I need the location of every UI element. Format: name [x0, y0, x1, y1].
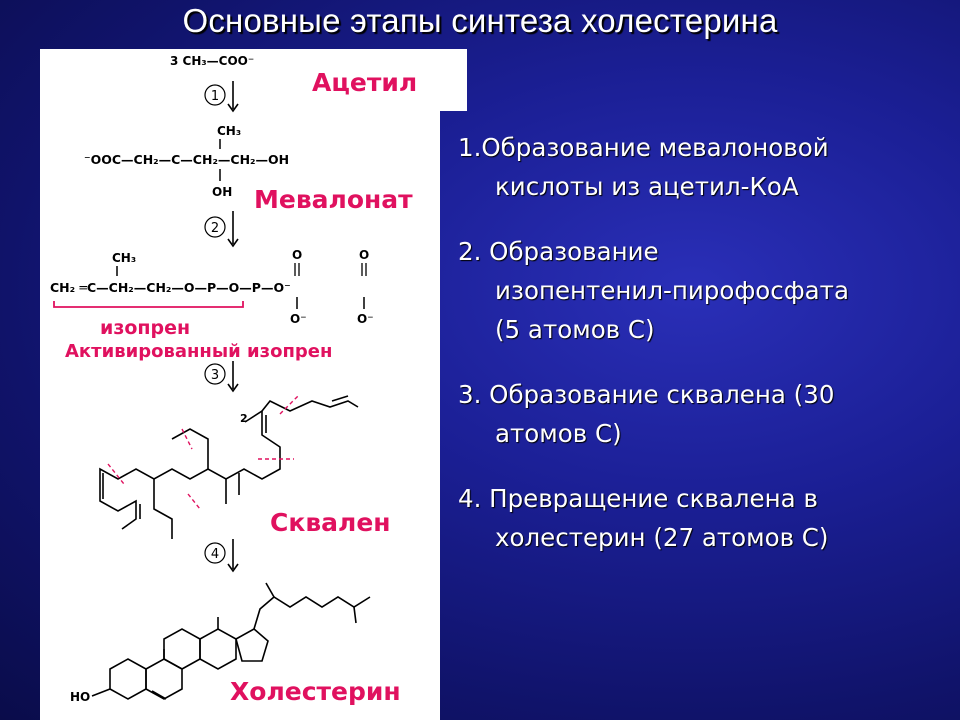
step-3-line-2: атомов С) [495, 419, 622, 448]
step-4-number: 4 [211, 547, 219, 562]
mevalonate-chain: ⁻OOC—CH₂—C—CH₂—CH₂—OH [84, 152, 289, 167]
step-1: 1.Образование мевалоновой кислоты из аце… [458, 128, 953, 206]
cholesterol-ho: HO [70, 690, 90, 704]
ipp-o-top-2: O [359, 248, 369, 262]
cholesterol-label: Холестерин [230, 677, 401, 706]
step-1-circle [204, 84, 226, 106]
step-2-circle [204, 216, 226, 238]
isoprene-label: изопрен [100, 317, 190, 339]
isoprene-bracket [53, 301, 244, 308]
ipp-chain: CH₂ ═C—CH₂—CH₂—O—P—O—P—O⁻ [50, 280, 291, 295]
step-1-line-2: кислоты из ацетил-КоА [495, 172, 799, 201]
cholesterol-structure [109, 582, 371, 700]
step-3-line-1: 3. Образование сквалена (30 [458, 380, 835, 409]
squalene-cut-lines [107, 395, 299, 510]
step-1-line-1: 1.Образование мевалоновой [458, 133, 829, 162]
arrow-1-head [227, 103, 239, 113]
mevalonate-label: Мевалонат [254, 185, 413, 214]
ipp-o-bottom-1: O⁻ [290, 312, 307, 326]
step-2: 2. Образование изопентенил-пирофосфата (… [458, 232, 953, 349]
ipp-o-bottom-2: O⁻ [357, 312, 374, 326]
diagram-panel-tab [440, 49, 467, 111]
step-1-number: 1 [211, 89, 219, 104]
mevalonate-oh: OH [212, 185, 232, 199]
ipp-o-top-1: O [292, 248, 302, 262]
arrow-2-head [227, 238, 239, 248]
step-2-line-3: (5 атомов С) [495, 315, 655, 344]
cholesterol-synthesis-diagram: 3 CH₃—COO⁻ Ацетил 1 CH₃ ⁻OOC—CH₂—C—CH₂—C… [50, 54, 417, 706]
mevalonate-ch3: CH₃ [217, 124, 241, 138]
arrow-4-head [227, 563, 239, 573]
squalene-label: Сквален [270, 508, 391, 537]
cholesterol-oh-bond [91, 688, 111, 697]
squalene-structure [99, 395, 359, 539]
squalene-carbon-2: 2 [240, 412, 248, 425]
step-2-line-2: изопентенил-пирофосфата [495, 276, 849, 305]
step-4-line-1: 4. Превращение сквалена в [458, 484, 818, 513]
arrow-3-head [227, 383, 239, 393]
step-2-number: 2 [211, 221, 219, 236]
step-3-number: 3 [211, 368, 219, 383]
acetate-formula: 3 CH₃—COO⁻ [170, 54, 254, 68]
steps-list: 1.Образование мевалоновой кислоты из аце… [458, 128, 953, 583]
slide-title: Основные этапы синтеза холестерина [182, 2, 778, 39]
step-3: 3. Образование сквалена (30 атомов С) [458, 375, 953, 453]
acetyl-label: Ацетил [312, 68, 417, 97]
diagram-panel [40, 49, 440, 720]
step-4: 4. Превращение сквалена в холестерин (27… [458, 479, 953, 557]
ipp-ch3: CH₃ [112, 251, 136, 265]
step-3-circle [204, 363, 226, 385]
step-4-line-2: холестерин (27 атомов С) [495, 523, 829, 552]
step-2-line-1: 2. Образование [458, 237, 659, 266]
activated-isoprene-label: Активированный изопрен [65, 341, 332, 362]
step-4-circle [204, 542, 226, 564]
